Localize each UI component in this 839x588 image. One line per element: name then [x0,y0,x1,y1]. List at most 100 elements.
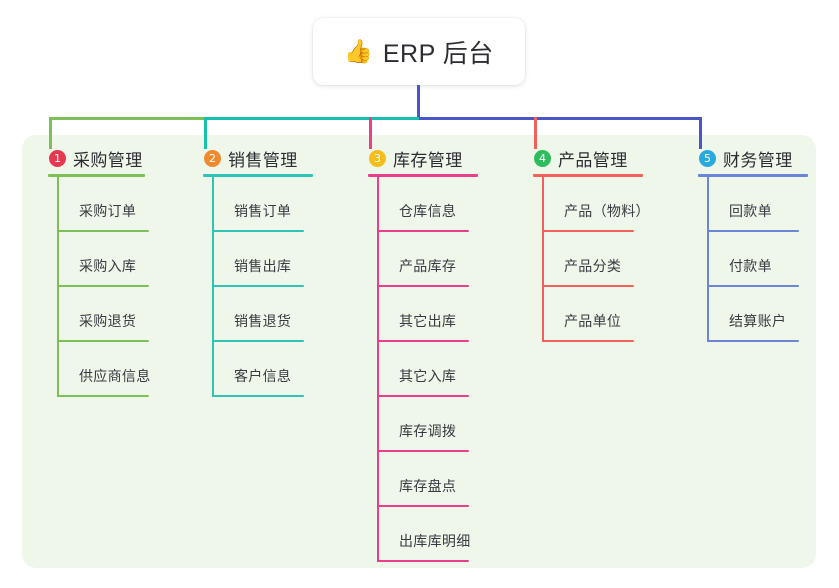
branch-item[interactable]: 产品（物料） [542,177,650,232]
branch-badge-2: 2 [204,149,221,167]
branch-column-2: 2 销售管理销售订单销售出库销售退货客户信息 [203,146,313,397]
branch-item-underline [707,230,799,232]
branch-item[interactable]: 采购退货 [57,287,149,342]
branch-item-underline [57,285,149,287]
branch-item-underline [542,230,634,232]
branch-spine-1 [57,177,59,397]
branch-item-underline [377,505,469,507]
branch-items-1: 采购订单采购入库采购退货供应商信息 [57,177,150,397]
branch-underline-4 [533,174,643,177]
branch-item-underline [542,340,634,342]
branch-item-underline [377,340,469,342]
connector-drop-4 [534,117,537,149]
branch-item[interactable]: 产品库存 [377,232,478,287]
branch-item[interactable]: 供应商信息 [57,342,150,397]
branch-item-label: 产品单位 [564,313,622,329]
branch-item-label: 库存调拨 [399,423,457,439]
branch-item[interactable]: 产品单位 [542,287,643,342]
branch-item-underline [377,560,469,562]
branch-item-label: 结算账户 [729,313,787,329]
branch-item-underline [212,230,304,232]
branch-item-label: 产品分类 [564,258,622,274]
connector-drop-2 [204,117,207,149]
branch-item-label: 销售订单 [234,203,292,219]
diagram-canvas-panel [22,135,816,568]
root-node[interactable]: 👍 ERP 后台 [313,18,525,85]
branch-header-2[interactable]: 2 销售管理 [203,146,313,170]
branch-item[interactable]: 销售出库 [212,232,313,287]
connector-drop-3 [369,117,372,149]
branch-item-label: 付款单 [729,258,772,274]
branch-item[interactable]: 库存调拨 [377,397,478,452]
branch-spine-5 [707,177,709,342]
branch-item-label: 其它入库 [399,368,457,384]
branch-item-label: 产品（物料） [564,203,650,219]
branch-item-label: 出库库明细 [399,533,471,549]
branch-title-3: 库存管理 [393,150,463,170]
connector-drop-1 [49,117,52,149]
branch-item[interactable]: 出库库明细 [377,507,478,562]
branch-item-underline [57,230,149,232]
branch-item-underline [57,395,149,397]
branch-item-underline [377,285,469,287]
branch-item-label: 回款单 [729,203,772,219]
branch-item-underline [377,395,469,397]
branch-item[interactable]: 回款单 [707,177,808,232]
branch-badge-4: 4 [534,149,551,167]
branch-item-underline [542,285,634,287]
bus-teal [204,117,419,120]
root-node-label: ERP 后台 [382,39,494,68]
branch-item[interactable]: 采购订单 [57,177,149,232]
branch-item-label: 采购退货 [79,313,137,329]
branch-item[interactable]: 采购入库 [57,232,149,287]
branch-item-label: 销售出库 [234,258,292,274]
bus-green [49,117,204,120]
thumbs-up-icon: 👍 [344,38,373,64]
branch-item[interactable]: 销售退货 [212,287,313,342]
branch-title-1: 采购管理 [73,150,143,170]
branch-items-5: 回款单付款单结算账户 [707,177,808,342]
bus-blue [419,117,702,120]
branch-items-2: 销售订单销售出库销售退货客户信息 [212,177,313,397]
branch-underline-3 [368,174,478,177]
branch-item-label: 仓库信息 [399,203,457,219]
branch-header-3[interactable]: 3 库存管理 [368,146,478,170]
branch-item[interactable]: 库存盘点 [377,452,478,507]
branch-underline-1 [48,174,145,177]
branch-item[interactable]: 产品分类 [542,232,643,287]
branch-item-label: 产品库存 [399,258,457,274]
branch-item-label: 供应商信息 [79,368,151,384]
branch-spine-3 [377,177,379,562]
branch-title-2: 销售管理 [228,150,298,170]
branch-item-underline [212,395,304,397]
branch-item[interactable]: 结算账户 [707,287,808,342]
branch-spine-2 [212,177,214,397]
branch-item-underline [377,230,469,232]
branch-item-label: 销售退货 [234,313,292,329]
branch-items-3: 仓库信息产品库存其它出库其它入库库存调拨库存盘点出库库明细 [377,177,478,562]
branch-spine-4 [542,177,544,342]
branch-column-3: 3 库存管理仓库信息产品库存其它出库其它入库库存调拨库存盘点出库库明细 [368,146,478,562]
branch-items-4: 产品（物料） 产品分类产品单位 [542,177,650,342]
branch-item[interactable]: 其它入库 [377,342,478,397]
connector-drop-5 [699,117,702,149]
branch-item-label: 客户信息 [234,368,292,384]
branch-underline-2 [203,174,313,177]
branch-item-label: 采购订单 [79,203,137,219]
branch-item-underline [707,340,799,342]
branch-item-label: 采购入库 [79,258,137,274]
branch-item[interactable]: 仓库信息 [377,177,478,232]
branch-item-underline [377,450,469,452]
branch-item[interactable]: 其它出库 [377,287,478,342]
connector-stem [417,85,420,119]
branch-badge-3: 3 [369,149,386,167]
branch-item[interactable]: 客户信息 [212,342,313,397]
branch-item[interactable]: 销售订单 [212,177,313,232]
branch-item[interactable]: 付款单 [707,232,808,287]
